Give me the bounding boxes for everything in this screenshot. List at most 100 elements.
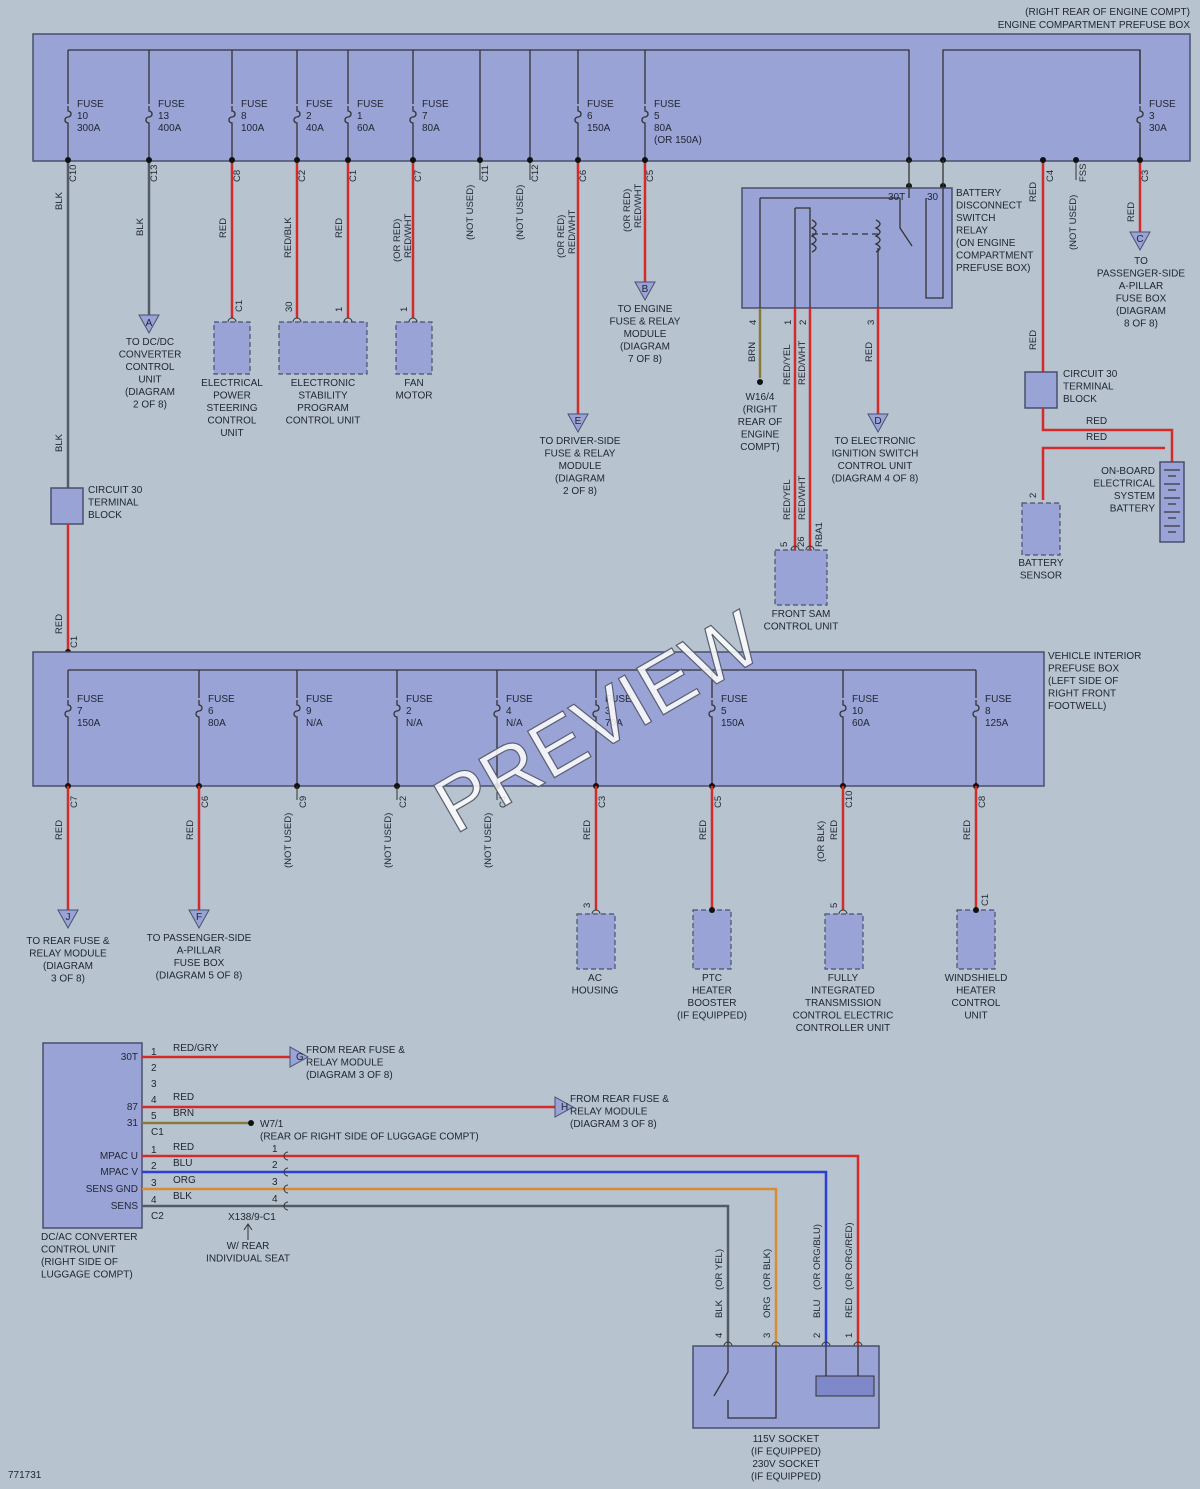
relay-label-line-0: BATTERY [956, 188, 1002, 199]
intbox-label-line-2: (LEFT SIDE OF [1048, 676, 1118, 687]
from2-label-line-0: FROM REAR FUSE & [570, 1094, 669, 1105]
top-box-label-1: (RIGHT REAR OF ENGINE COMPT) [1025, 7, 1190, 18]
dcdc-label-line-2: CONTROL [126, 362, 175, 373]
dcac-label-line-3: LUGGAGE COMPT) [41, 1270, 133, 1281]
ignition-label-line-3: (DIAGRAM 4 OF 8) [832, 474, 919, 485]
wind-label-line-1: HEATER [956, 986, 996, 997]
top-conn-6: C11 [480, 165, 491, 182]
mid-blk-label-2: BLK [54, 433, 65, 452]
esp-label-line-0: ELECTRONIC [291, 378, 355, 389]
top-fuse-10-label-2: 30A [1149, 123, 1167, 134]
flag-b-letter: B [642, 284, 649, 295]
pass-label-line-2: FUSE BOX [174, 958, 225, 969]
apillar-label-line-2: A-PILLAR [1119, 281, 1163, 292]
sam-pin-5: 5 [779, 542, 790, 547]
eps-label-line-4: UNIT [220, 428, 243, 439]
top-fuse-1-label-2: 400A [158, 123, 182, 134]
int-fuse-4-label-0: FUSE [506, 694, 533, 705]
top-fuse-3-label-1: 2 [306, 111, 312, 122]
dcac-connector-arcs [283, 1151, 863, 1347]
c30a-label-line-2: BLOCK [1063, 394, 1097, 405]
interior-fuse-columns: FUSE7150AFUSE680AFUSE9N/AFUSE2N/AFUSE4N/… [64, 670, 1012, 789]
ptc-label-line-1: HEATER [692, 986, 732, 997]
rear-label-line-2: (DIAGRAM [43, 961, 93, 972]
top-fuse-8-label-0: FUSE [587, 99, 614, 110]
pass-label-line-0: TO PASSENGER-SIDE [147, 933, 252, 944]
top-wire-dots [65, 157, 1143, 189]
circuit30-block-right [1024, 371, 1058, 409]
fss-wire-label: (NOT USED) [1068, 195, 1079, 250]
relay-label-line-4: (ON ENGINE [956, 238, 1016, 249]
dcac-wire-3: RED [173, 1142, 194, 1153]
int-fuse-1-label-2: 80A [208, 718, 226, 729]
top-wire-label2-9: RED/WHT [633, 183, 644, 228]
relay-wire-redyel: RED/YEL [782, 344, 793, 385]
dcac-pin-8: 3 [151, 1178, 157, 1189]
top-fuse-10-label-0: FUSE [1149, 99, 1176, 110]
socket-label-line-2: 230V SOCKET [752, 1459, 819, 1470]
top-conn-4: C1 [348, 170, 359, 182]
relay-label-line-2: SWITCH [956, 213, 995, 224]
top-fuse-9-label-2: 80A [654, 123, 672, 134]
int-conn-4: C4 [498, 796, 509, 808]
int-wire-label-5: RED [582, 820, 593, 840]
c30b-label-line-1: TERMINAL [88, 498, 139, 509]
top-fuse-10-label-1: 3 [1149, 111, 1155, 122]
dcac-wire-4: BLU [173, 1158, 192, 1169]
int-wire-label-3: (NOT USED) [383, 813, 394, 868]
ignition-label-line-2: CONTROL UNIT [838, 461, 913, 472]
relay-label-line-5: COMPARTMENT [956, 251, 1033, 262]
trans-label-line-4: CONTROLLER UNIT [796, 1023, 890, 1034]
top-fuse-8-label-2: 150A [587, 123, 611, 134]
relay-pin-30t: 30T [888, 192, 905, 203]
esp-label-line-2: PROGRAM [297, 403, 349, 414]
engine-label-line-2: MODULE [624, 329, 667, 340]
flag-e-letter: E [575, 416, 582, 427]
c30a-label-line-1: TERMINAL [1063, 382, 1114, 393]
top-fuse-2-label-1: 8 [241, 111, 247, 122]
flag-c-letter: C [1136, 234, 1143, 245]
int-fuse-5-label-0: FUSE [605, 694, 632, 705]
sam-pin-rba1: RBA1 [814, 522, 825, 547]
from-rear-label-1: FROM REAR FUSE &RELAY MODULE(DIAGRAM 3 O… [306, 1045, 405, 1081]
note-arrow [243, 1223, 253, 1240]
int-fuse-3-label-0: FUSE [406, 694, 433, 705]
eps-label-line-2: STEERING [206, 403, 257, 414]
int-wire-label-6: RED [698, 820, 709, 840]
int-fuse-7-label-2: 60A [852, 718, 870, 729]
dcac-rpin-3: 4 [272, 1194, 278, 1205]
ac-housing-component [576, 913, 616, 970]
top-conn-1: C13 [149, 165, 160, 182]
ground2-label-line-0: W7/1 [260, 1119, 284, 1130]
mid-red-label: RED [54, 614, 65, 634]
flag-h-letter: H [561, 1102, 568, 1113]
socket-pin-2: 2 [812, 1333, 823, 1338]
rear-label-line-3: 3 OF 8) [51, 974, 85, 985]
top-conn-0: C10 [68, 165, 79, 182]
dcac-wire-1: RED [173, 1092, 194, 1103]
flag-f [188, 909, 210, 930]
from1-label-line-1: RELAY MODULE [306, 1058, 384, 1069]
socket-pin-3: 1 [844, 1333, 855, 1338]
eps-component [213, 321, 251, 375]
fan-motor-component [395, 321, 433, 375]
ptc-label-line-2: BOOSTER [688, 998, 737, 1009]
relay-label-line-1: DISCONNECT [956, 201, 1022, 212]
int-fuse-4-label-1: 4 [506, 706, 512, 717]
dcac-pin-1: 2 [151, 1063, 157, 1074]
battery-plus-wire [1041, 408, 1174, 462]
socket-element [815, 1375, 875, 1397]
eps-pin: C1 [234, 300, 245, 312]
socket-internals [713, 1346, 859, 1419]
battery-wire-red-1: RED [1028, 330, 1039, 350]
